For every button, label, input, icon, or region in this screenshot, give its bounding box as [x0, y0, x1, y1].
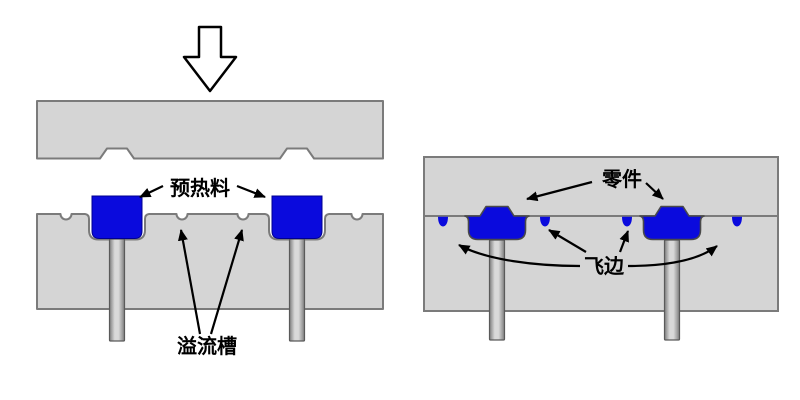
flash-label: 飞边 — [584, 255, 625, 278]
flash-drip — [540, 216, 550, 227]
leader-arrow-overflow-left — [177, 229, 202, 335]
preheated-material-block — [91, 195, 143, 239]
molded-part — [464, 205, 530, 241]
molded-part — [639, 205, 705, 241]
overflow-groove-label: 溢流槽 — [177, 334, 237, 358]
leader-arrow-preheat-left — [139, 185, 164, 198]
leader-arrow-preheat-right — [236, 184, 266, 199]
lower-die — [36, 213, 384, 310]
leader-arrow-flash-left — [548, 229, 587, 253]
ejector-pin — [663, 239, 681, 341]
leader-arrow-flash-right — [618, 230, 630, 253]
preheated-material-label: 预热料 — [170, 177, 230, 200]
ejector-pin — [288, 238, 306, 342]
preheated-material-block — [271, 195, 323, 239]
upper-die — [36, 100, 384, 160]
upper-die-closed — [423, 156, 779, 217]
flash-drip — [622, 216, 632, 227]
leader-arrow-flash-far-right — [627, 245, 718, 268]
open-mold-view: 预热料 溢流槽 — [36, 25, 384, 358]
leader-arrow-part-right — [645, 182, 664, 200]
leader-arrow-flash-far-left — [458, 244, 581, 268]
closed-mold-view: 零件 飞边 — [423, 156, 779, 341]
ejector-pin — [108, 238, 126, 342]
part-label: 零件 — [601, 167, 642, 191]
ejector-pin — [488, 239, 506, 341]
leader-arrow-part-left — [526, 180, 593, 202]
leader-arrow-overflow-right — [209, 229, 244, 335]
press-down-arrow-icon — [182, 25, 238, 93]
flash-drip — [732, 216, 742, 227]
flash-drip — [438, 216, 448, 227]
